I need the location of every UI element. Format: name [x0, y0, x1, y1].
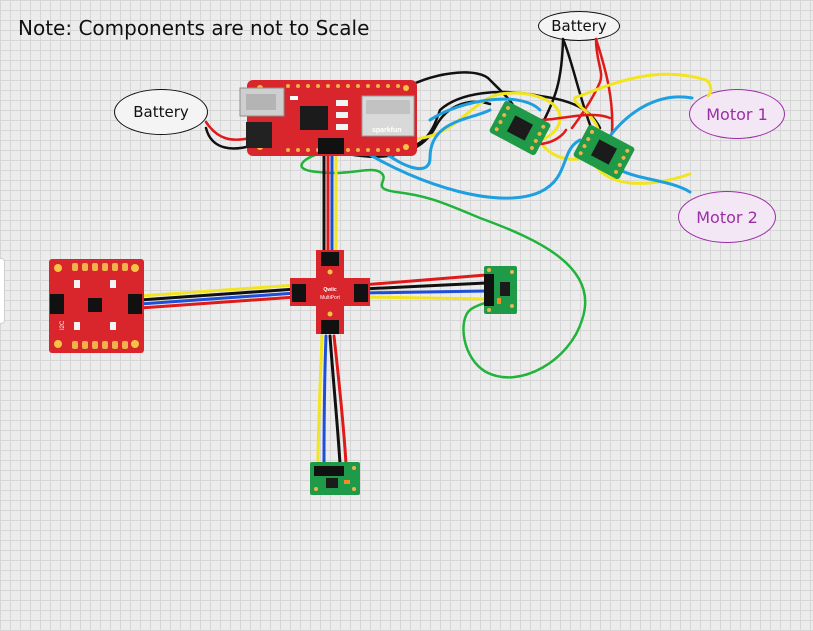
- diagram-note: Note: Components are not to Scale: [18, 16, 370, 40]
- wire-blue-5: [428, 97, 542, 122]
- wire-blue-2: [360, 138, 582, 200]
- sensor-board-bottom[interactable]: [310, 462, 360, 495]
- wire-battery-top-black-2: [561, 37, 594, 132]
- wire-blue-1: [370, 108, 492, 170]
- qwiic-multiport[interactable]: [290, 250, 370, 334]
- cable-right-yellow: [360, 295, 488, 301]
- motor2-label: Motor 2: [678, 191, 776, 243]
- cable-bottom-yellow: [316, 334, 324, 466]
- imu-board-marking: I2C: [60, 320, 66, 330]
- battery-connector: [246, 122, 272, 148]
- multiport-label: MultiPort: [320, 295, 340, 301]
- motor-driver-2[interactable]: [573, 124, 636, 180]
- wire-battery-top-red: [570, 37, 603, 130]
- wire-red-driver-2: [538, 113, 612, 122]
- cable-right-blue: [360, 289, 488, 295]
- board-brand-logo: sparkfun: [372, 127, 402, 134]
- wire-green-long: [300, 148, 587, 379]
- battery-label-left: Battery: [114, 89, 208, 135]
- qwiic-connector-board: [318, 138, 344, 154]
- wire-battery-left-red: [204, 120, 252, 141]
- imu-board-left[interactable]: [49, 259, 144, 353]
- cable-imu-black: [138, 287, 298, 302]
- wire-blue-3: [608, 95, 694, 138]
- sensor-board-right[interactable]: [484, 266, 517, 314]
- cable-bottom-blue: [322, 334, 328, 466]
- battery-label-top: Battery: [538, 11, 620, 41]
- main-board[interactable]: [239, 80, 417, 156]
- cable-imu-blue: [138, 291, 298, 306]
- multiport-brand: Qwiic: [323, 287, 337, 293]
- wire-black-board-driver-2: [378, 90, 602, 150]
- mcu-chip: [300, 106, 328, 130]
- cable-right-black: [360, 281, 488, 291]
- side-panel-tab[interactable]: [0, 258, 5, 324]
- motor-driver-1[interactable]: [489, 100, 552, 156]
- motor1-label: Motor 1: [689, 89, 785, 139]
- cable-right-red: [360, 273, 488, 287]
- cable-bottom-black: [328, 334, 342, 466]
- cable-imu-red: [138, 295, 298, 310]
- cable-bottom-red: [332, 334, 348, 466]
- wire-blue-4: [618, 168, 692, 194]
- cable-imu-yellow: [138, 283, 298, 298]
